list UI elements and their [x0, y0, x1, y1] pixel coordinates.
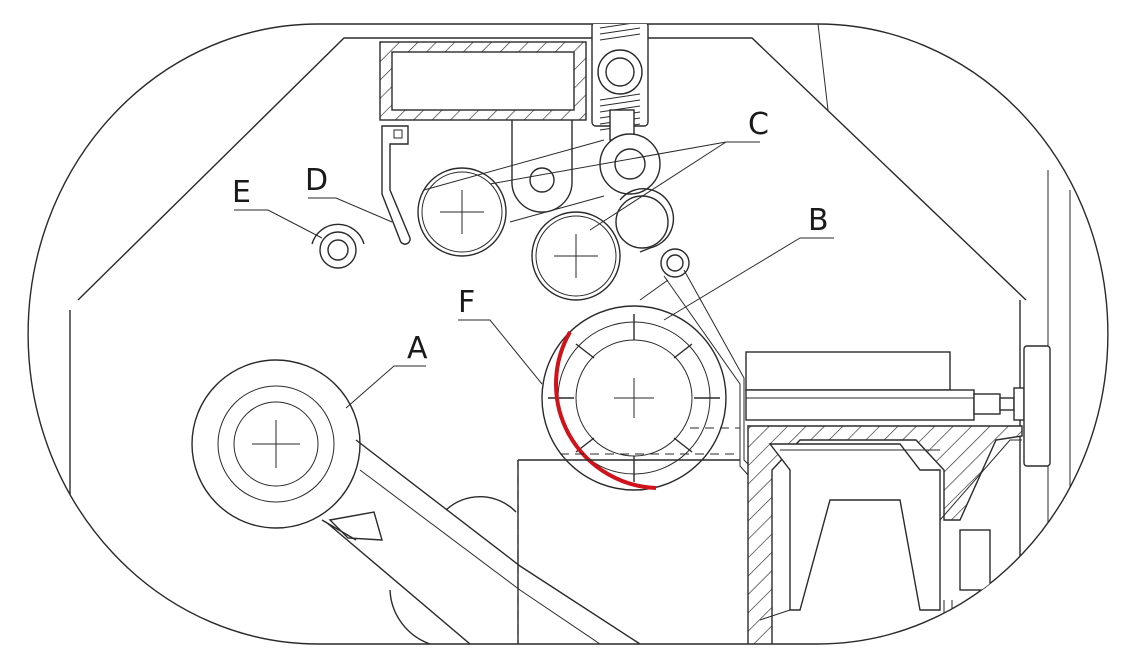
pressure-roller-lower: [615, 188, 675, 253]
arm-slot: [328, 511, 383, 541]
roller-c-lower: [531, 211, 621, 301]
leader-e: [234, 209, 323, 239]
idler-roller: [660, 248, 690, 278]
support-pin: [529, 167, 555, 193]
drum-b: [541, 305, 727, 491]
lower-wheel: [389, 495, 517, 644]
roller-a-arm: [321, 439, 641, 644]
idler-link: [639, 279, 669, 301]
label-c: C: [748, 107, 769, 142]
small-roller-e: [311, 223, 365, 269]
outer-frame: [27, 23, 1109, 645]
guide-bracket-d: [381, 125, 411, 245]
roller-a: [191, 359, 361, 529]
label-f: F: [458, 285, 475, 320]
pressure-roller-upper: [599, 133, 661, 195]
leader-b: [663, 237, 834, 321]
label-b: B: [808, 203, 829, 238]
leader-a: [345, 365, 426, 409]
leader-c: [489, 141, 760, 231]
belt: [423, 139, 605, 223]
spring-tensioner: [591, 24, 649, 141]
arm-parallel: [359, 469, 601, 644]
label-a: A: [407, 331, 428, 366]
housing-outline: [69, 37, 1027, 644]
label-d: D: [305, 163, 328, 198]
roller-support-arm: [511, 120, 573, 213]
label-e: E: [232, 175, 251, 210]
top-hatched-beam: [379, 41, 587, 121]
leader-lines: [234, 141, 834, 409]
cutting-unit: [745, 345, 1051, 644]
leader-f: [458, 319, 543, 385]
bracket-screw: [393, 129, 403, 139]
red-shield-f: [554, 331, 657, 490]
leader-d: [308, 197, 393, 223]
machine-body: [69, 24, 1071, 644]
frame-line-right-1: [817, 24, 829, 111]
roller-c-upper: [417, 167, 507, 257]
